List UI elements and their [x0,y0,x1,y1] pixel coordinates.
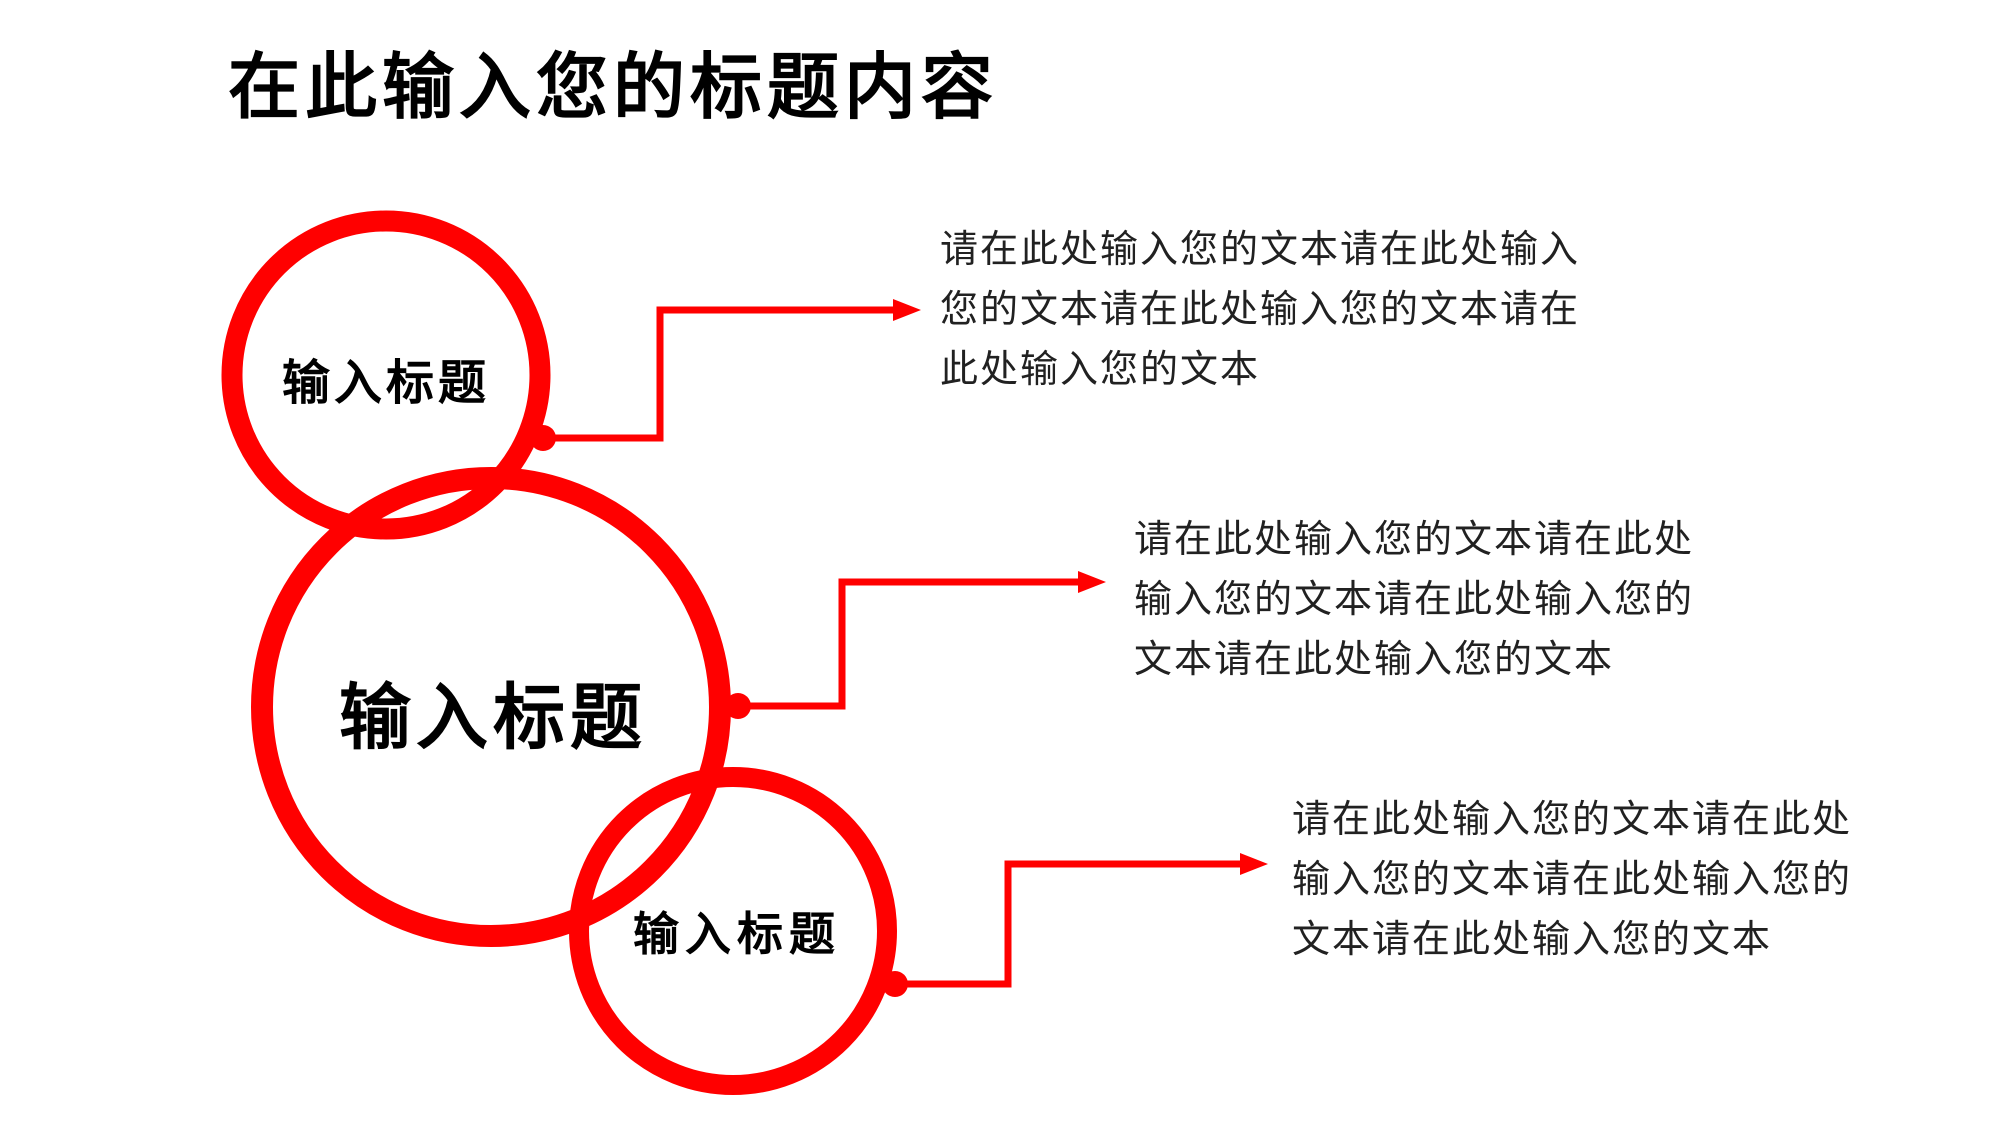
circle-2-ring [251,467,731,947]
circle-3-ring [569,767,897,1095]
connector-2-arrowhead [1078,571,1106,593]
text-block-1-line-2: 您的文本请在此处输入您的文本请在 [940,289,1581,331]
connector-3-line [895,860,1240,988]
circle-2-label: 输入标题 [338,678,648,759]
circle-1-ring [221,210,551,540]
text-block-2-line-3: 文本请在此处输入您的文本 [1134,639,1615,681]
text-block-1-line-3: 此处输入您的文本 [940,349,1261,391]
text-block-3: 请在此处输入您的文本请在此处 输入您的文本请在此处输入您的 文本请在此处输入您的… [1292,790,1852,970]
text-block-2: 请在此处输入您的文本请在此处 输入您的文本请在此处输入您的 文本请在此处输入您的… [1134,510,1694,690]
text-block-2-line-2: 输入您的文本请在此处输入您的 [1134,579,1695,621]
circle-3-label: 输入标题 [633,908,841,960]
connector-2-line [738,578,1078,710]
text-block-1-line-1: 请在此处输入您的文本请在此处输入 [940,229,1581,271]
connector-1-arrowhead [893,299,921,321]
connector-3-arrowhead [1240,853,1268,875]
text-block-1: 请在此处输入您的文本请在此处输入 您的文本请在此处输入您的文本请在 此处输入您的… [940,220,1580,400]
text-block-2-line-1: 请在此处输入您的文本请在此处 [1134,519,1695,561]
text-block-3-line-1: 请在此处输入您的文本请在此处 [1292,799,1853,841]
circle-1-label: 输入标题 [281,357,491,410]
slide-title: 在此输入您的标题内容 [228,48,999,128]
text-block-3-line-2: 输入您的文本请在此处输入您的 [1292,859,1853,901]
connector-1-line [543,306,893,442]
text-block-3-line-3: 文本请在此处输入您的文本 [1292,919,1773,961]
